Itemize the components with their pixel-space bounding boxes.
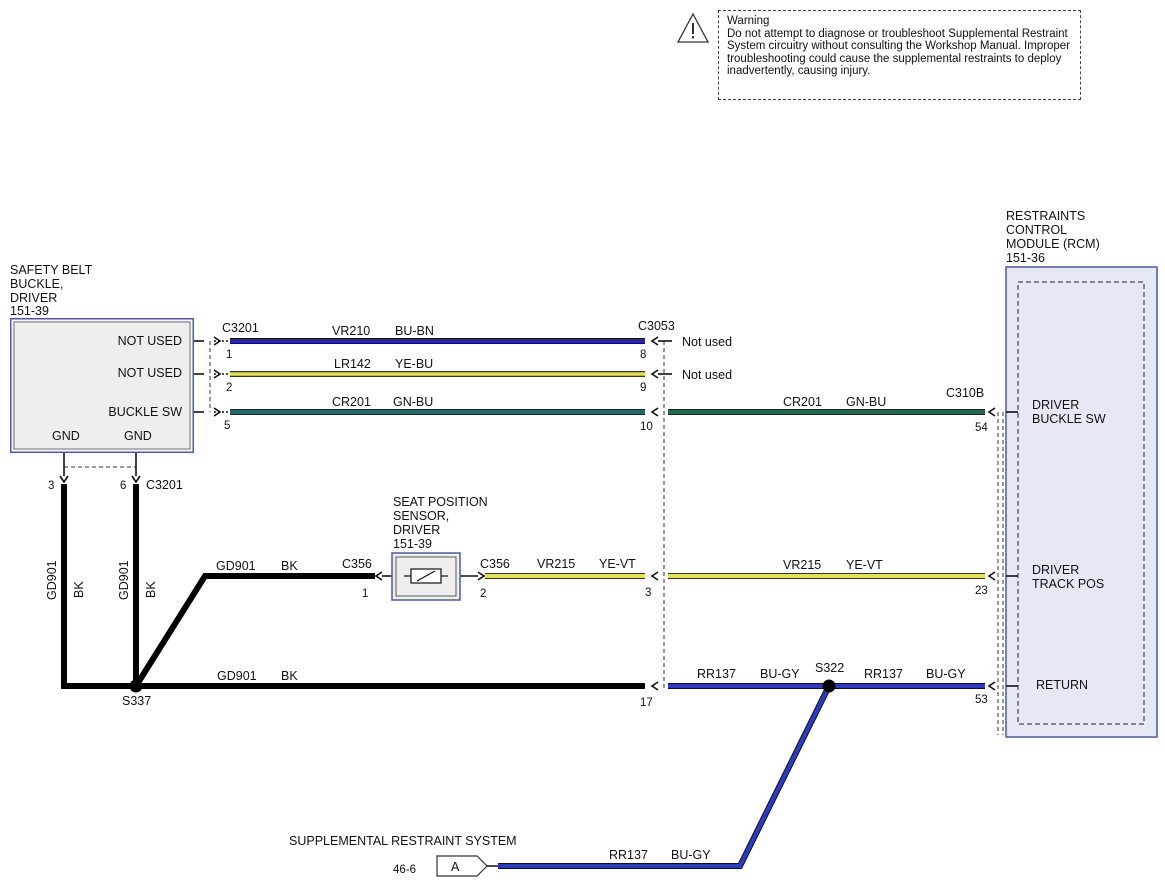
sensor-label-4: 151-39 xyxy=(393,537,432,551)
rcm-label-3: MODULE (RCM) xyxy=(1006,237,1100,251)
wire-lr142-color: YE-BU xyxy=(395,357,433,371)
wire-rr137b-color: BU-GY xyxy=(926,667,966,681)
pin-right-8: 8 xyxy=(640,349,646,361)
wire-cr201b-circuit: CR201 xyxy=(783,395,822,409)
srs-tag: A xyxy=(451,860,460,874)
rcm-pin-buckle-sw: BUCKLE SW xyxy=(1032,412,1106,426)
wire-gd-sensor-circuit: GD901 xyxy=(216,559,256,573)
rcm-pin-driver-1: DRIVER xyxy=(1032,398,1079,412)
wire-rr137 xyxy=(498,683,985,869)
pin-gnd-6: 6 xyxy=(120,480,126,492)
conn-c3053: C3053 xyxy=(638,319,675,333)
rcm-pin-track-pos: TRACK POS xyxy=(1032,577,1104,591)
pin-right-9: 9 xyxy=(640,382,646,394)
sensor-conn-right: C356 xyxy=(480,557,510,571)
wire-vr215a-color: YE-VT xyxy=(599,557,636,571)
wire-vr210-color: BU-BN xyxy=(395,324,434,338)
pin-rcm-53: 53 xyxy=(975,694,988,706)
wire-gd-bottom-color: BK xyxy=(281,669,298,683)
buckle-gnd-2: GND xyxy=(124,429,152,443)
pin-right-3: 3 xyxy=(645,587,651,599)
wire-rr137b-circuit: RR137 xyxy=(864,667,903,681)
pin-rcm-23: 23 xyxy=(975,585,988,597)
buckle-label-1: SAFETY BELT xyxy=(10,263,93,277)
srs-ref: 46-6 xyxy=(393,864,416,876)
warning-box: Warning Do not attempt to diagnose or tr… xyxy=(718,10,1081,100)
pin-left-1: 1 xyxy=(226,349,232,361)
splice-s322-label: S322 xyxy=(815,661,844,675)
buckle-label-3: DRIVER xyxy=(10,291,57,305)
sensor-pin-left: 1 xyxy=(362,588,368,600)
conn-c3201: C3201 xyxy=(222,321,259,335)
wire-vr215b-circuit: VR215 xyxy=(783,558,821,572)
restraints-control-module: RESTRAINTS CONTROL MODULE (RCM) 151-36 D… xyxy=(1005,209,1158,738)
rcm-label-1: RESTRAINTS xyxy=(1006,209,1085,223)
srs-connector-tag[interactable] xyxy=(436,855,488,877)
warning-text: Do not attempt to diagnose or troublesho… xyxy=(727,27,1071,78)
wire-gd-v2-color: BK xyxy=(144,581,158,598)
rcm-pin-driver-2: DRIVER xyxy=(1032,563,1079,577)
sensor-conn-left: C356 xyxy=(342,557,372,571)
srs-reference[interactable]: SUPPLEMENTAL RESTRAINT SYSTEM 46-6 A xyxy=(289,834,517,877)
rcm-label-2: CONTROL xyxy=(1006,223,1067,237)
connector-labels: C3201 C3053 C3201 C310B 1 2 5 8 9 10 3 1… xyxy=(48,319,988,709)
pin-left-2: 2 xyxy=(226,382,232,394)
wire-gd-v2-circuit: GD901 xyxy=(117,560,131,600)
sensor-label-2: SENSOR, xyxy=(393,509,449,523)
warning-triangle-icon xyxy=(676,12,710,43)
not-used-9: Not used xyxy=(682,368,732,382)
wire-cr201b-color: GN-BU xyxy=(846,395,886,409)
wire-vr215b-color: YE-VT xyxy=(846,558,883,572)
conn-c310b: C310B xyxy=(946,386,984,400)
buckle-pin-not-used-2: NOT USED xyxy=(118,366,182,380)
rcm-pin-return: RETURN xyxy=(1036,678,1088,692)
sensor-pin-right: 2 xyxy=(480,588,486,600)
wire-rr137c-circuit: RR137 xyxy=(609,848,648,862)
buckle-label-2: BUCKLE, xyxy=(10,277,64,291)
wire-lr142-circuit: LR142 xyxy=(334,357,371,371)
connector-terminals xyxy=(59,336,1018,691)
pin-right-10: 10 xyxy=(640,421,653,433)
wire-rr137c-color: BU-GY xyxy=(671,848,711,862)
safety-belt-buckle: SAFETY BELT BUCKLE, DRIVER 151-39 NOT US… xyxy=(10,263,194,453)
sensor-label-3: DRIVER xyxy=(393,523,440,537)
splice-s322 xyxy=(822,679,836,693)
wire-cr201-circuit: CR201 xyxy=(332,395,371,409)
buckle-pin-not-used-1: NOT USED xyxy=(118,334,182,348)
not-used-8: Not used xyxy=(682,335,732,349)
wire-gd901 xyxy=(61,484,645,689)
splice-s337-label: S337 xyxy=(122,694,151,708)
wire-rr137a-color: BU-GY xyxy=(760,667,800,681)
wire-gd-bottom-circuit: GD901 xyxy=(217,669,257,683)
wire-labels: VR210 BU-BN LR142 YE-BU CR201 GN-BU CR20… xyxy=(45,324,966,862)
wire-cr201-color: GN-BU xyxy=(393,395,433,409)
pin-left-5: 5 xyxy=(224,420,230,432)
warning-title: Warning xyxy=(727,15,770,27)
pin-gnd-3: 3 xyxy=(48,480,54,492)
pin-right-17: 17 xyxy=(640,697,653,709)
wire-gd-v1-circuit: GD901 xyxy=(45,560,59,600)
pin-rcm-54: 54 xyxy=(975,422,988,434)
seat-position-sensor: SEAT POSITION SENSOR, DRIVER 151-39 C356… xyxy=(342,495,510,601)
sensor-label-1: SEAT POSITION xyxy=(393,495,488,509)
buckle-gnd-1: GND xyxy=(52,429,80,443)
conn-c3201-bottom: C3201 xyxy=(146,478,183,492)
wire-rr137a-circuit: RR137 xyxy=(697,667,736,681)
buckle-pin-buckle-sw: BUCKLE SW xyxy=(108,405,182,419)
srs-label: SUPPLEMENTAL RESTRAINT SYSTEM xyxy=(289,834,517,848)
buckle-label-4: 151-39 xyxy=(10,304,49,318)
wire-vr215a-circuit: VR215 xyxy=(537,557,575,571)
splice-s337 xyxy=(129,679,143,693)
wire-gd-sensor-color: BK xyxy=(281,559,298,573)
wire-gd-v1-color: BK xyxy=(72,581,86,598)
rcm-label-4: 151-36 xyxy=(1006,251,1045,265)
wire-vr210-circuit: VR210 xyxy=(332,324,370,338)
